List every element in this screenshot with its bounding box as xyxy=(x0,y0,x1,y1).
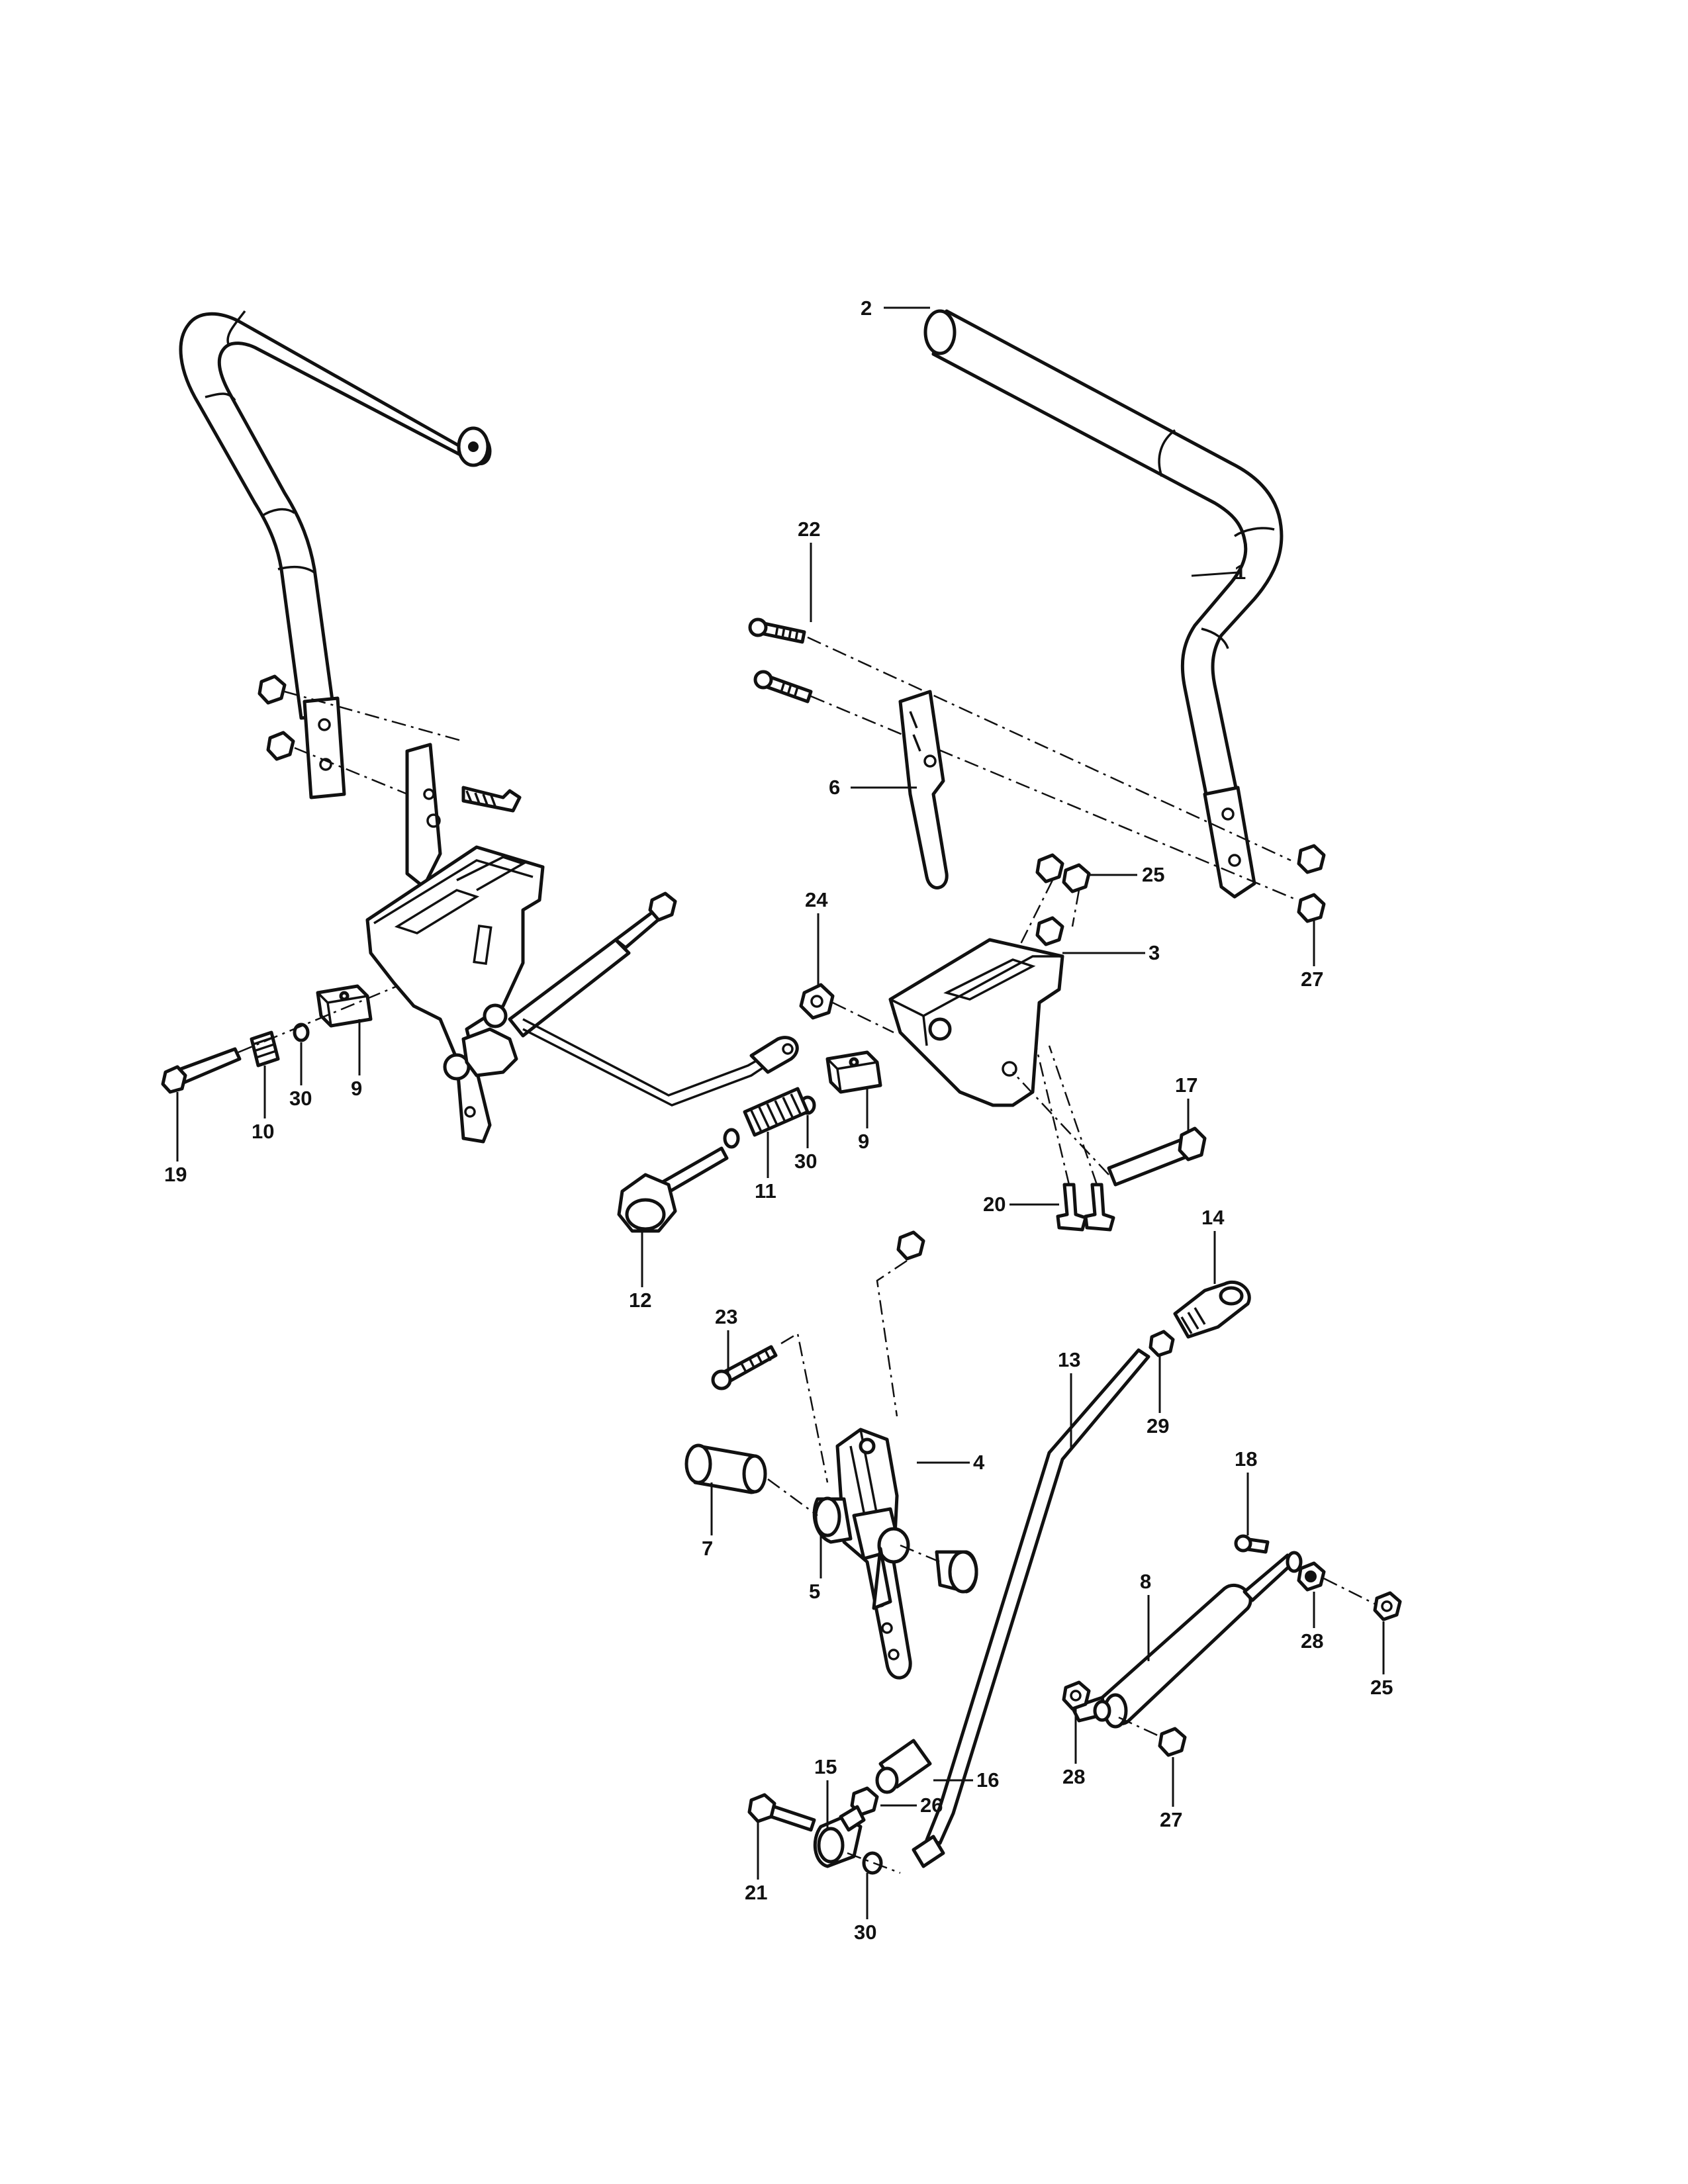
lower-linkage-assembly xyxy=(684,1230,1402,1875)
callout-18: 18 xyxy=(1235,1447,1257,1471)
callout-30-middle: 30 xyxy=(794,1150,817,1173)
right-handle-assembly xyxy=(617,309,1326,1233)
flange-nut-a xyxy=(1062,863,1091,893)
top-nut xyxy=(896,1230,925,1261)
left-bracket xyxy=(365,845,545,1144)
linkage-rod xyxy=(925,1348,1150,1845)
callout-5: 5 xyxy=(809,1580,820,1603)
right-spacer-block xyxy=(825,1050,882,1094)
left-handle-assembly xyxy=(161,310,799,1144)
callout-28-left: 28 xyxy=(1062,1765,1085,1788)
screw-20a xyxy=(1056,1183,1088,1232)
right-upper-nut xyxy=(1297,844,1326,874)
jam-nut-29 xyxy=(1149,1330,1175,1357)
callout-1: 1 xyxy=(1235,561,1246,584)
callout-22: 22 xyxy=(798,518,820,541)
callout-11: 11 xyxy=(755,1179,776,1203)
flange-nut-small xyxy=(1035,916,1064,946)
leader-lines xyxy=(176,306,1385,1919)
left-handlebar xyxy=(179,312,492,720)
callout-30-bottom: 30 xyxy=(854,1921,876,1944)
callout-28-right: 28 xyxy=(1301,1629,1323,1653)
callout-15: 15 xyxy=(814,1755,837,1778)
callout-2: 2 xyxy=(861,296,872,320)
callout-13: 13 xyxy=(1058,1348,1080,1371)
callout-8: 8 xyxy=(1140,1570,1151,1593)
callout-20: 20 xyxy=(983,1193,1006,1216)
nut-27-bottom xyxy=(1158,1727,1187,1757)
callout-23: 23 xyxy=(715,1305,737,1328)
left-washer xyxy=(293,1023,310,1042)
callout-25-lower: 25 xyxy=(1370,1676,1393,1699)
callout-3: 3 xyxy=(1149,941,1160,964)
spring-11 xyxy=(743,1087,810,1137)
callout-21: 21 xyxy=(745,1881,767,1904)
hex-nut-24 xyxy=(799,983,835,1020)
callout-26: 26 xyxy=(920,1794,943,1817)
right-lower-nut xyxy=(1297,893,1326,923)
callout-16: 16 xyxy=(976,1768,999,1792)
callout-19: 19 xyxy=(164,1163,187,1186)
callout-17: 17 xyxy=(1175,1073,1197,1097)
flange-nut-28b xyxy=(1062,1680,1091,1711)
right-handlebar xyxy=(931,309,1284,806)
left-spacer-block xyxy=(316,984,373,1028)
bottom-washer xyxy=(862,1851,883,1875)
callout-29: 29 xyxy=(1147,1414,1169,1437)
callout-14: 14 xyxy=(1201,1206,1225,1229)
callout-10: 10 xyxy=(252,1120,274,1143)
left-gas-spring xyxy=(508,938,631,1038)
screw-20b xyxy=(1084,1183,1115,1232)
callout-4: 4 xyxy=(973,1451,985,1474)
left-handle-mount xyxy=(303,696,346,799)
callout-30-left: 30 xyxy=(289,1087,312,1110)
callout-7: 7 xyxy=(702,1537,713,1560)
flange-nut-b xyxy=(1035,853,1064,884)
callout-9-left: 9 xyxy=(351,1077,362,1100)
nut-25-bottom xyxy=(1373,1591,1402,1621)
callout-12: 12 xyxy=(629,1289,651,1312)
callout-27-lower: 27 xyxy=(1160,1808,1182,1831)
right-bracket xyxy=(888,938,1064,1107)
left-control-arm xyxy=(405,743,442,889)
callout-9-right: 9 xyxy=(858,1130,869,1153)
callout-6: 6 xyxy=(829,776,840,799)
callout-labels: 1 2 3 4 5 6 7 8 9 9 10 11 12 13 14 15 16… xyxy=(164,296,1393,1944)
right-handlebar-end xyxy=(923,309,957,355)
left-upper-nut xyxy=(258,674,287,705)
right-control-arm xyxy=(898,690,949,889)
right-handle-mount xyxy=(1203,786,1256,899)
callout-25-upper: 25 xyxy=(1142,863,1164,886)
callout-27-upper: 27 xyxy=(1301,968,1323,991)
left-lower-nut xyxy=(266,731,295,761)
callout-24: 24 xyxy=(805,888,828,911)
